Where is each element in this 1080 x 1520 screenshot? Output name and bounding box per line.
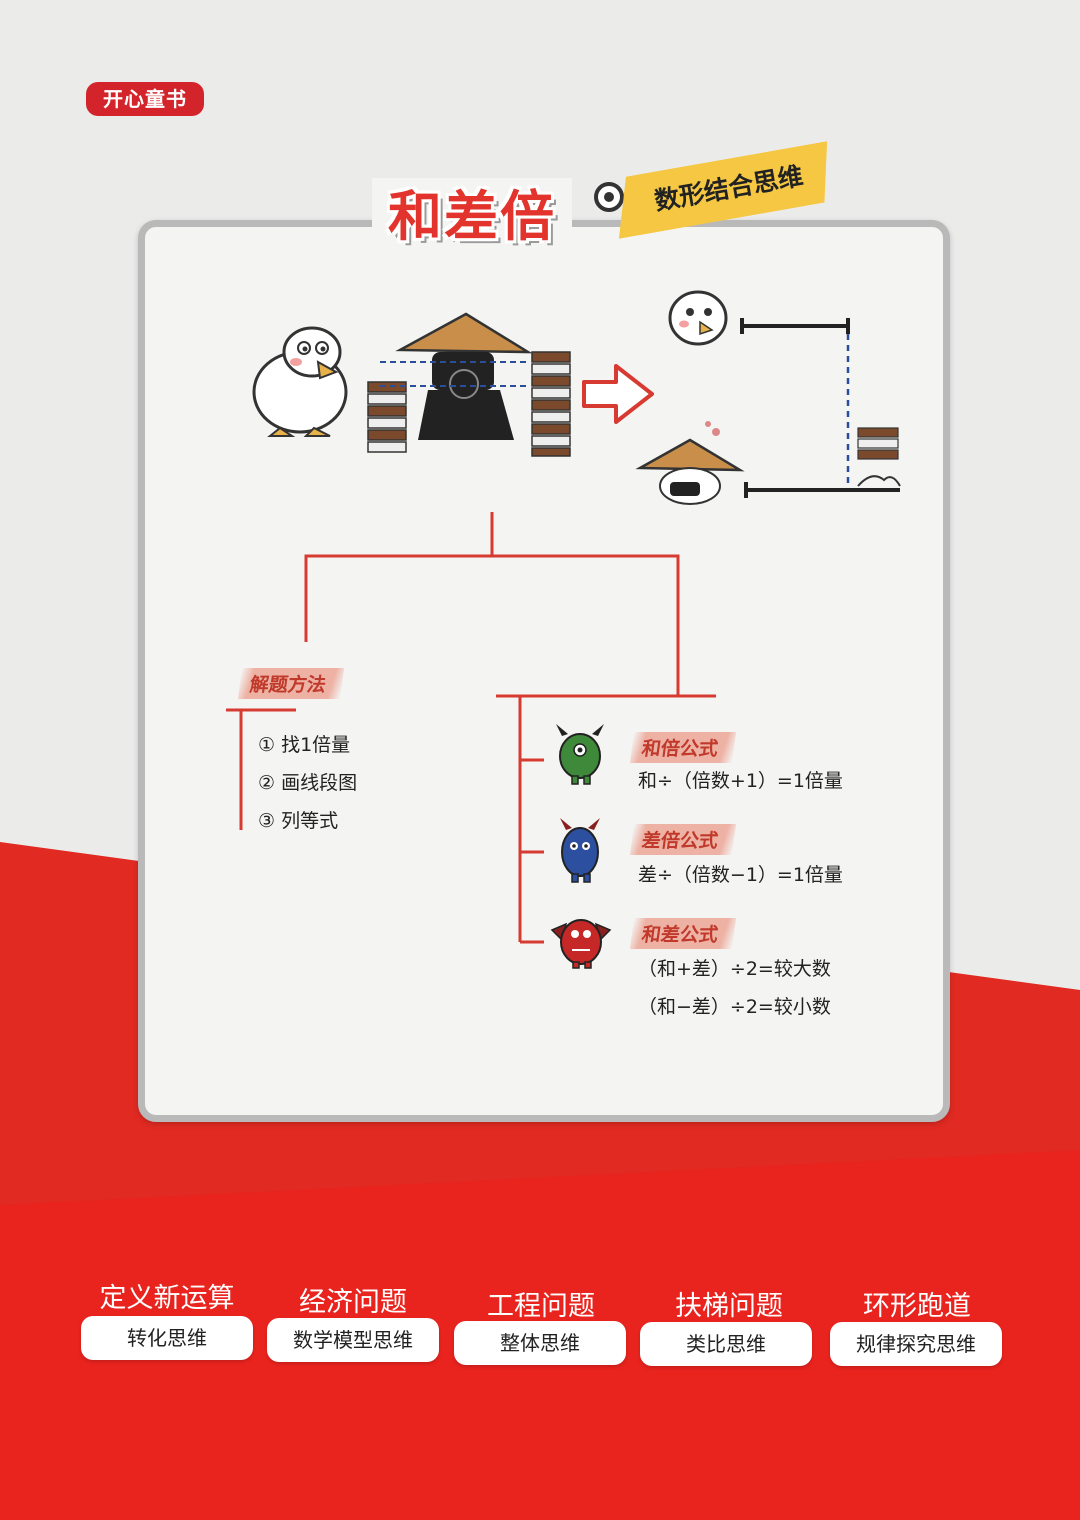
category-pill: 整体思维 [454, 1321, 626, 1365]
formula-line: （和−差）÷2=较小数 [638, 996, 831, 1018]
method-step-3: ③ 列等式 [258, 810, 339, 832]
method-step-2: ② 画线段图 [258, 772, 358, 794]
formula-label-sum-diff: 和差公式 [629, 918, 737, 949]
category-title: 定义新运算 [99, 1283, 235, 1314]
category-title: 环形跑道 [863, 1291, 971, 1322]
formula-line: 和÷（倍数+1）=1倍量 [638, 770, 843, 792]
page-title: 和差倍 [372, 178, 572, 256]
method-step-1: ① 找1倍量 [258, 734, 351, 756]
publisher-logo: 开心童书 [86, 82, 204, 116]
category-pill: 规律探究思维 [830, 1322, 1002, 1366]
category-pill: 转化思维 [81, 1316, 253, 1360]
category-title: 工程问题 [487, 1291, 595, 1322]
formula-line: （和+差）÷2=较大数 [638, 958, 831, 980]
formula-label-sum-multiple: 和倍公式 [629, 732, 737, 763]
category-title: 扶梯问题 [675, 1291, 783, 1322]
category-pill: 数学模型思维 [267, 1318, 439, 1362]
category-pill: 类比思维 [640, 1322, 812, 1366]
formula-line: 差÷（倍数−1）=1倍量 [638, 864, 843, 886]
formula-label-diff-multiple: 差倍公式 [629, 824, 737, 855]
category-title: 经济问题 [299, 1287, 407, 1318]
methods-label: 解题方法 [237, 668, 345, 699]
tag-pin-icon [594, 182, 624, 212]
